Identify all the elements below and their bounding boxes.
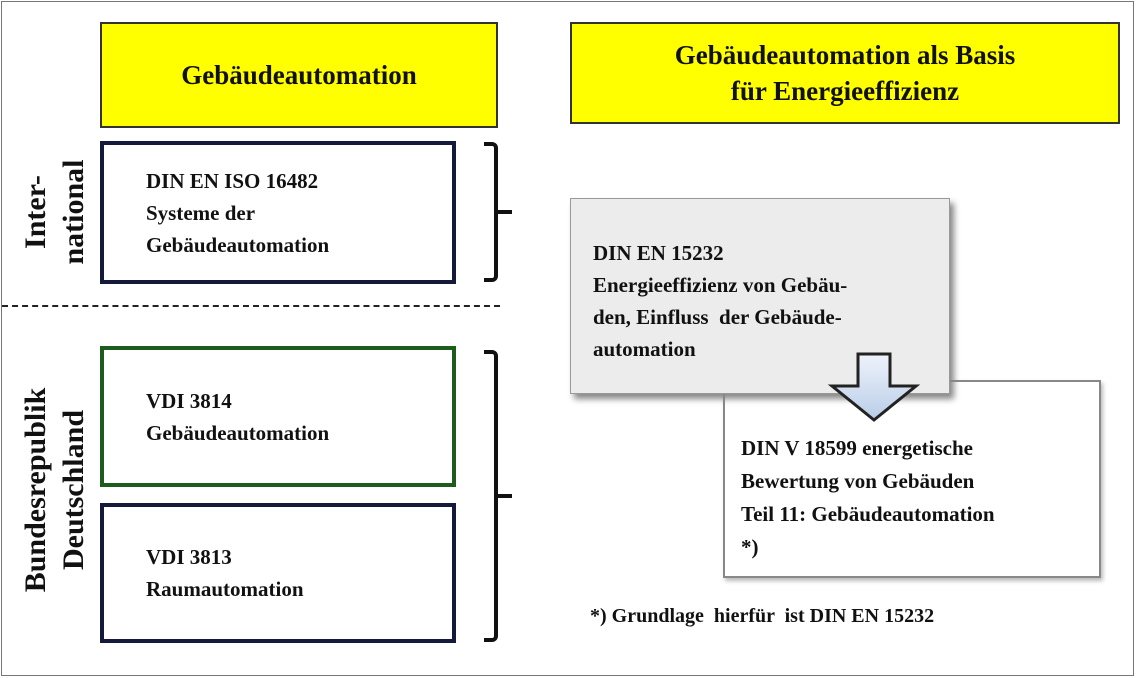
header-gebaeudeautomation: Gebäudeautomation xyxy=(100,22,498,128)
label-international-line1: Inter- xyxy=(19,175,52,249)
standard-text-line: Energieeffizienz von Gebäu- xyxy=(593,273,848,297)
label-germany-line2: Deutschland xyxy=(57,409,90,571)
standard-text-line: DIN EN 15232 xyxy=(593,241,724,265)
bracket-tick xyxy=(494,210,512,214)
standard-title: Raumautomation xyxy=(146,577,304,601)
label-germany: Bundesrepublik Deutschland xyxy=(17,337,93,643)
standard-din-en-iso-16482: DIN EN ISO 16482 Systeme der Gebäudeauto… xyxy=(100,141,456,284)
standard-text-line: DIN V 18599 energetische xyxy=(741,436,973,460)
standard-text-line: Teil 11: Gebäudeautomation xyxy=(741,502,995,526)
label-international: Inter- national xyxy=(17,135,93,289)
label-germany-line1: Bundesrepublik xyxy=(19,387,52,593)
standard-code: VDI 3814 xyxy=(146,388,232,413)
standard-text-line: *) xyxy=(741,535,759,559)
standard-din-v-18599: DIN V 18599 energetische Bewertung von G… xyxy=(723,380,1101,578)
standard-title: Gebäudeautomation xyxy=(146,420,330,445)
header-right-line1: Gebäudeautomation als Basis xyxy=(674,40,1016,70)
standard-text-line: Bewertung von Gebäuden xyxy=(741,469,975,493)
footnote: *) Grundlage hierfür ist DIN EN 15232 xyxy=(590,605,935,627)
standard-text-line: den, Einfluss der Gebäude- xyxy=(593,305,842,329)
standard-vdi-3813: VDI 3813 Raumautomation xyxy=(100,503,456,643)
standard-code: DIN EN ISO 16482 xyxy=(146,168,319,193)
bracket-tick xyxy=(494,494,512,498)
standard-text-line: automation xyxy=(593,337,696,361)
header-energy-efficiency: Gebäudeautomation als Basis für Energiee… xyxy=(570,22,1120,124)
standard-title: Systeme der xyxy=(146,200,256,225)
label-international-line2: national xyxy=(57,159,90,265)
standard-code: VDI 3813 xyxy=(146,545,232,569)
standard-vdi-3814: VDI 3814 Gebäudeautomation xyxy=(100,346,456,487)
header-left-text: Gebäudeautomation xyxy=(181,60,417,90)
header-right-line2: für Energieeffizienz xyxy=(730,76,960,106)
down-arrow-icon xyxy=(827,352,921,422)
standard-title: Gebäudeautomation xyxy=(146,232,330,257)
separator-dashed-line xyxy=(2,305,500,307)
